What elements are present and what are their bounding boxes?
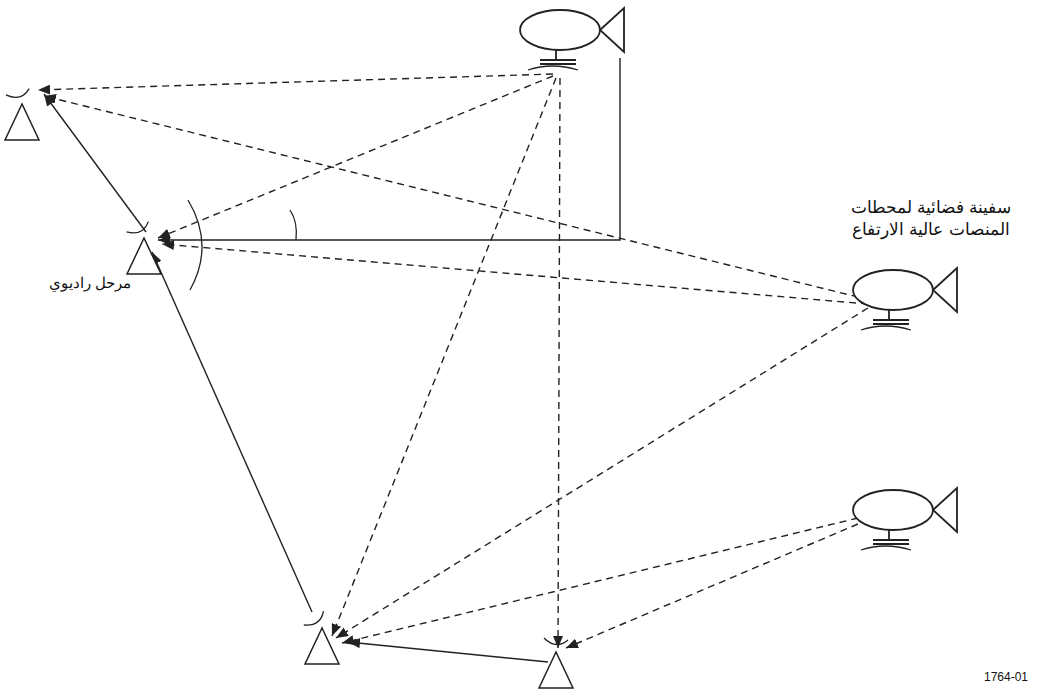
radio-link-solid — [152, 252, 312, 612]
ground-station — [539, 638, 573, 688]
angle-arc — [290, 210, 296, 240]
radio-link-solid — [348, 642, 548, 662]
radio-link-dashed — [38, 74, 553, 90]
haps-airship — [520, 8, 624, 70]
callout-label: سفينة فضائية لمحطات المنصات عالية الارتف… — [818, 196, 1044, 240]
radio-link-dashed — [158, 76, 553, 238]
ground-station — [127, 220, 161, 274]
haps-airship — [853, 268, 957, 330]
radio-link-dashed — [332, 78, 556, 636]
links — [38, 58, 870, 662]
haps-airship — [853, 488, 957, 550]
callout-label: مرحل راديوي — [42, 274, 138, 294]
radio-link-dashed — [336, 308, 868, 638]
angle-arc — [188, 200, 202, 290]
figure-number: 1764-01 — [968, 670, 1044, 686]
radio-link-dashed — [566, 524, 858, 648]
radio-link-dashed — [162, 244, 868, 304]
elevation-reference-line — [158, 58, 620, 240]
radio-link-dashed — [342, 518, 858, 643]
radio-link-solid — [44, 94, 146, 232]
radio-link-dashed — [558, 78, 560, 648]
ground-station — [5, 87, 39, 140]
ground-station — [304, 610, 339, 664]
